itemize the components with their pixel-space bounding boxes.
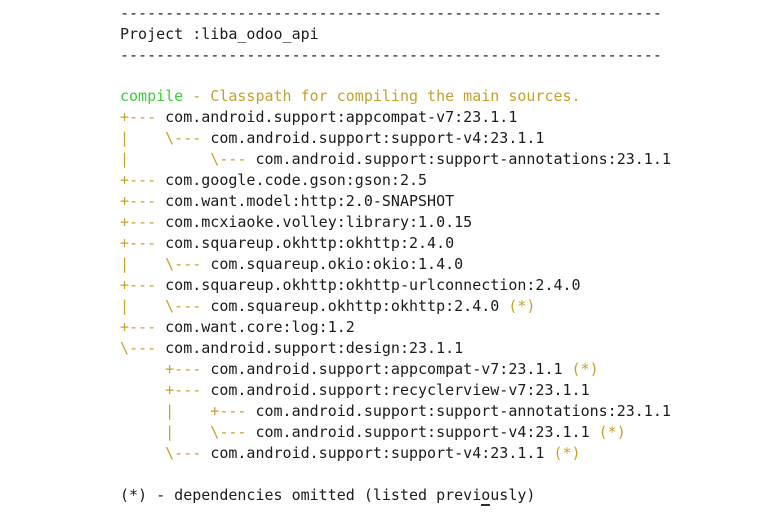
header-divider-top: ----------------------------------------… bbox=[120, 4, 662, 22]
tree-branch-glyph: +--- bbox=[120, 108, 166, 126]
dependency-coordinate: com.android.support:appcompat-v7:23.1.1 bbox=[210, 360, 563, 378]
dependency-row: +--- com.want.core:log:1.2 bbox=[120, 317, 783, 338]
dependency-coordinate: com.android.support:design:23.1.1 bbox=[165, 339, 464, 357]
tree-branch-glyph: \--- bbox=[120, 339, 166, 357]
tree-branch-glyph: | \--- bbox=[120, 255, 211, 273]
dependency-row: +--- com.squareup.okhttp:okhttp:2.4.0 bbox=[120, 233, 783, 254]
tree-branch-glyph: +--- bbox=[120, 276, 166, 294]
dependency-coordinate: com.android.support:support-v4:23.1.1 bbox=[210, 129, 545, 147]
tree-branch-glyph: +--- bbox=[120, 171, 166, 189]
tree-branch-glyph: | \--- bbox=[120, 423, 256, 441]
dependency-row: +--- com.google.code.gson:gson:2.5 bbox=[120, 170, 783, 191]
dependency-row: +--- com.android.support:appcompat-v7:23… bbox=[120, 359, 783, 380]
dependency-coordinate: com.android.support:support-annotations:… bbox=[255, 150, 671, 168]
blank-line bbox=[120, 464, 783, 485]
footer-legend: (*) - dependencies omitted (listed previ… bbox=[120, 485, 783, 506]
tree-branch-glyph: +--- bbox=[120, 213, 166, 231]
dependency-coordinate: com.squareup.okhttp:okhttp:2.4.0 bbox=[210, 297, 500, 315]
tree-branch-glyph: +--- bbox=[120, 192, 166, 210]
dependency-coordinate: com.android.support:support-v4:23.1.1 bbox=[210, 444, 545, 462]
dependency-coordinate: com.google.code.gson:gson:2.5 bbox=[165, 171, 428, 189]
dependency-coordinate: com.android.support:appcompat-v7:23.1.1 bbox=[165, 108, 518, 126]
dependency-row: +--- com.mcxiaoke.volley:library:1.0.15 bbox=[120, 212, 783, 233]
terminal-output: ----------------------------------------… bbox=[120, 4, 783, 506]
dependency-row: | \--- com.squareup.okhttp:okhttp:2.4.0 … bbox=[120, 296, 783, 317]
tree-branch-glyph: | \--- bbox=[120, 150, 256, 168]
dependency-row: | \--- com.android.support:support-annot… bbox=[120, 149, 783, 170]
dependency-coordinate: com.android.support:recyclerview-v7:23.1… bbox=[210, 381, 590, 399]
tree-branch-glyph: | \--- bbox=[120, 297, 211, 315]
dependency-coordinate: com.squareup.okhttp:okhttp:2.4.0 bbox=[165, 234, 455, 252]
omitted-marker: (*) bbox=[589, 423, 626, 441]
config-name: compile bbox=[120, 87, 184, 105]
dependency-coordinate: com.android.support:support-annotations:… bbox=[255, 402, 671, 420]
dependency-row: +--- com.want.model:http:2.0-SNAPSHOT bbox=[120, 191, 783, 212]
dependency-coordinate: com.squareup.okio:okio:1.4.0 bbox=[210, 255, 464, 273]
dependency-coordinate: com.mcxiaoke.volley:library:1.0.15 bbox=[165, 213, 473, 231]
tree-branch-glyph: \--- bbox=[120, 444, 211, 462]
tree-branch-glyph: | \--- bbox=[120, 129, 211, 147]
dependency-tree: +--- com.android.support:appcompat-v7:23… bbox=[120, 107, 783, 464]
dependency-row: \--- com.android.support:support-v4:23.1… bbox=[120, 443, 783, 464]
config-description: - Classpath for compiling the main sourc… bbox=[183, 87, 581, 105]
footer-text-after: usly) bbox=[490, 486, 536, 504]
tree-branch-glyph: +--- bbox=[120, 360, 211, 378]
dependency-coordinate: com.want.core:log:1.2 bbox=[165, 318, 355, 336]
tree-branch-glyph: | +--- bbox=[120, 402, 256, 420]
omitted-marker: (*) bbox=[562, 360, 599, 378]
header-divider-bottom: ----------------------------------------… bbox=[120, 46, 662, 64]
omitted-marker: (*) bbox=[544, 444, 581, 462]
dependency-row: | \--- com.android.support:support-v4:23… bbox=[120, 422, 783, 443]
dependency-row: +--- com.squareup.okhttp:okhttp-urlconne… bbox=[120, 275, 783, 296]
dependency-coordinate: com.want.model:http:2.0-SNAPSHOT bbox=[165, 192, 455, 210]
tree-branch-glyph: +--- bbox=[120, 234, 166, 252]
dependency-row: +--- com.android.support:appcompat-v7:23… bbox=[120, 107, 783, 128]
dependency-row: +--- com.android.support:recyclerview-v7… bbox=[120, 380, 783, 401]
footer-text-before: (*) - dependencies omitted (listed previ bbox=[120, 486, 482, 504]
dependency-coordinate: com.squareup.okhttp:okhttp-urlconnection… bbox=[165, 276, 581, 294]
compile-config-line: compile - Classpath for compiling the ma… bbox=[120, 86, 783, 107]
dependency-row: \--- com.android.support:design:23.1.1 bbox=[120, 338, 783, 359]
omitted-marker: (*) bbox=[499, 297, 536, 315]
dependency-row: | \--- com.android.support:support-v4:23… bbox=[120, 128, 783, 149]
project-title: Project :liba_odoo_api bbox=[120, 25, 319, 43]
dependency-row: | +--- com.android.support:support-annot… bbox=[120, 401, 783, 422]
dependency-row: | \--- com.squareup.okio:okio:1.4.0 bbox=[120, 254, 783, 275]
blank-gap bbox=[120, 66, 783, 86]
tree-branch-glyph: +--- bbox=[120, 381, 211, 399]
tree-branch-glyph: +--- bbox=[120, 318, 166, 336]
terminal-cursor: o bbox=[481, 486, 491, 506]
dependency-coordinate: com.android.support:support-v4:23.1.1 bbox=[255, 423, 590, 441]
